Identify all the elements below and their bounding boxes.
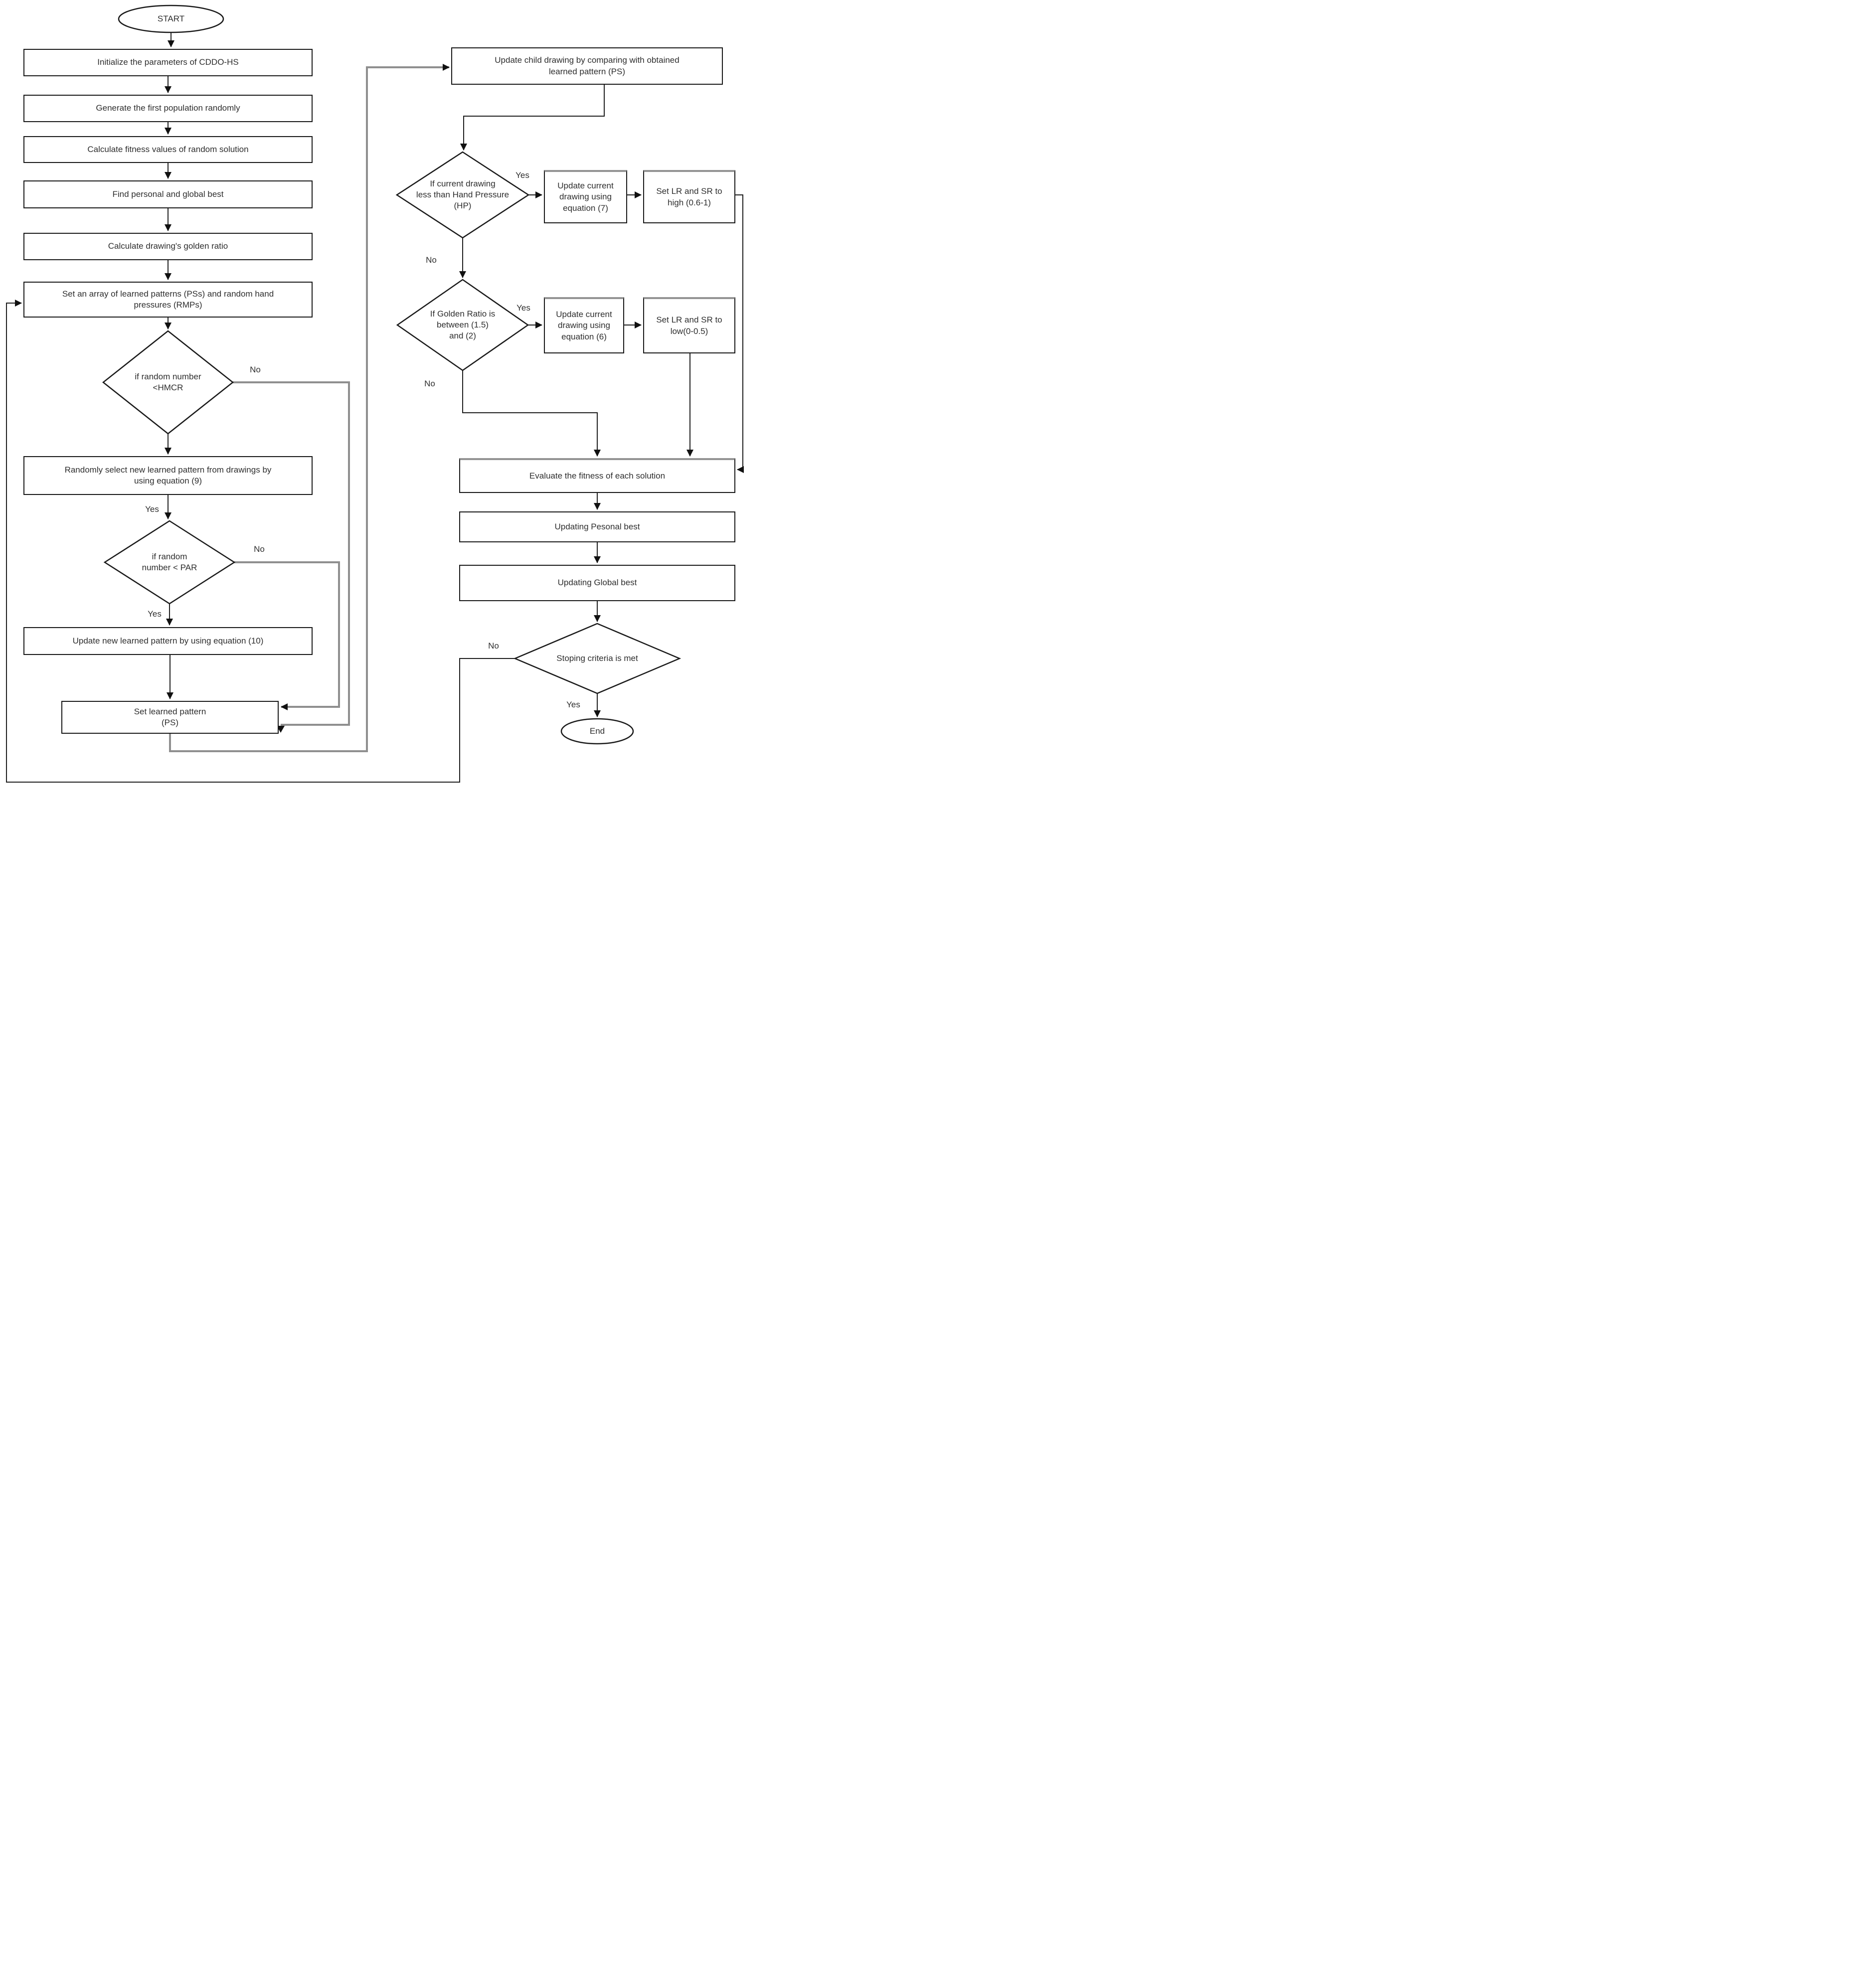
node-set-array: Set an array of learned patterns (PSs) a… [23,282,313,318]
node-set-learned-pattern: Set learned pattern (PS) [61,701,279,734]
connector-lrhigh-evaluate [735,194,744,473]
start-terminator [118,4,224,33]
diamond-stoping-label: Stoping criteria is met [556,653,638,663]
flowchart-canvas: Initialize the parameters of CDDO-HS Gen… [0,0,750,785]
diamond-if-par [103,520,236,605]
hp-yes-label: Yes [515,170,529,180]
diamond-stoping [513,623,682,694]
node-update-eq6: Update current drawing using equation (6… [544,297,624,353]
diamond-if-golden [396,279,529,371]
node-evaluate-fitness: Evaluate the fitness of each solution [459,458,735,493]
diamond-if-hmcr-label: if random number <HMCR [135,371,201,392]
diamond-if-hp-label: If current drawing less than Hand Pressu… [416,178,510,211]
connector-hmcr-no-setps [233,381,350,726]
node-update-eq10: Update new learned pattern by using equa… [23,627,313,655]
par-no-label: No [254,544,265,554]
node-random-select: Randomly select new learned pattern from… [23,456,313,495]
start-label: START [157,13,185,23]
connector-golden-no-evaluate [462,370,601,457]
node-set-lr-low: Set LR and SR to low(0-0.5) [643,297,735,353]
hmcr-no-arrowhead [277,726,285,733]
hmcr-no-label: No [250,365,261,374]
node-update-eq7: Update current drawing using equation (7… [544,170,627,223]
node-find-best: Find personal and global best [23,180,313,208]
stoping-no-label: No [488,641,499,651]
golden-no-label: No [424,379,435,388]
connector-setps-updatechild [169,64,450,752]
connector-par-no-setps [234,561,340,710]
node-update-child: Update child drawing by comparing with o… [451,47,723,85]
par-yes-label: Yes [148,609,162,619]
node-set-lr-high: Set LR and SR to high (0.6-1) [643,170,735,223]
node-generate-population: Generate the first population randomly [23,95,313,122]
connector-stoping-no-setarray [6,300,515,783]
node-updating-personal-best: Updating Pesonal best [459,511,735,542]
end-terminator [560,718,634,745]
node-initialize: Initialize the parameters of CDDO-HS [23,49,313,76]
end-label: End [589,726,605,736]
golden-yes-label: Yes [516,303,530,313]
diamond-if-hp [395,151,530,239]
hp-no-label: No [426,255,437,265]
node-calculate-fitness: Calculate fitness values of random solut… [23,136,313,163]
connector-updatechild-hp [460,85,605,151]
diamond-if-golden-label: If Golden Ratio is between (1.5) and (2) [430,309,496,341]
stoping-yes-label: Yes [566,700,580,709]
select-yes-label: Yes [145,504,159,514]
diamond-if-par-label: if random number < PAR [142,551,197,572]
diamond-if-hmcr [102,330,234,435]
flowchart-lines-layer [6,4,744,783]
node-updating-global-best: Updating Global best [459,565,735,601]
node-calculate-golden-ratio: Calculate drawing's golden ratio [23,233,313,260]
